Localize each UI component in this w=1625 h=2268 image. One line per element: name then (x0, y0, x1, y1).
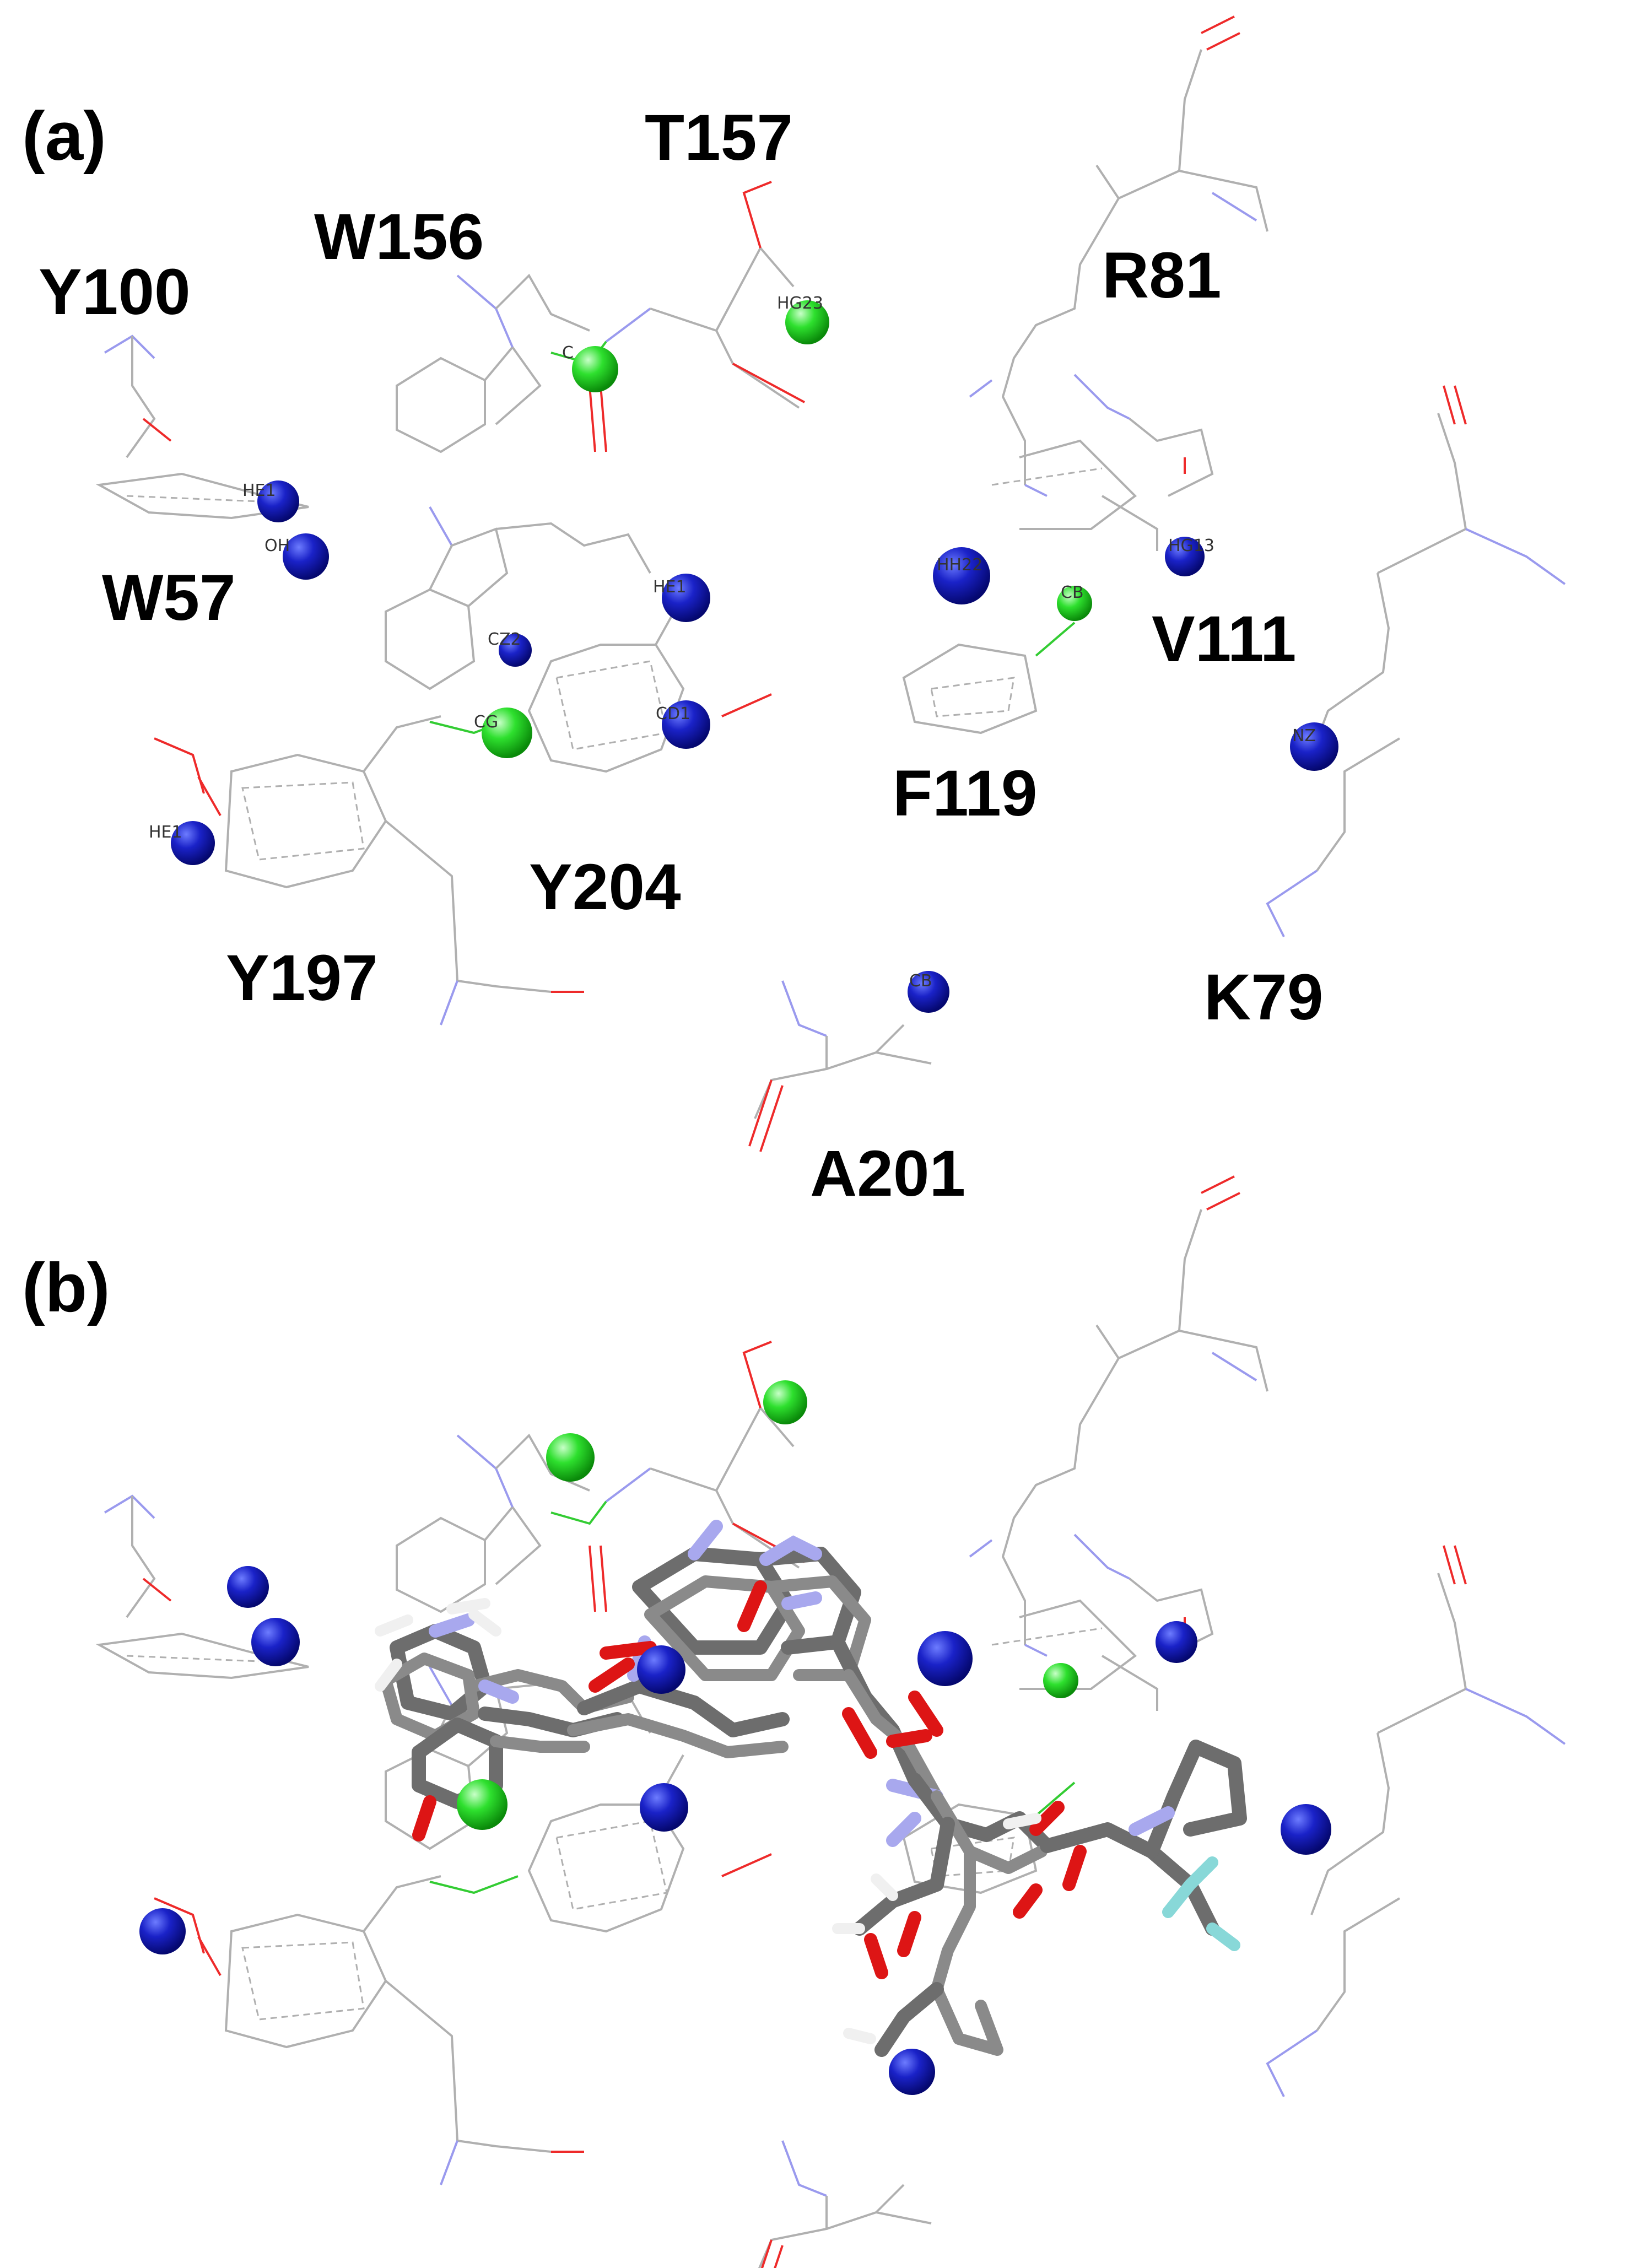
acceptor-feature-sphere (908, 971, 949, 1013)
acceptor-feature-sphere (171, 821, 215, 865)
hydrophobic-feature-sphere (572, 346, 618, 392)
panel-b: (b) (22, 1175, 1566, 2268)
acceptor-feature-sphere (251, 1618, 300, 1666)
residue-label-w156: W156 (314, 201, 484, 273)
atom-label: C (562, 343, 574, 363)
atom-label: CZ2 (488, 630, 521, 649)
docked-ligands-overlay (375, 1520, 1247, 2057)
acceptor-feature-sphere (662, 574, 710, 622)
hydrophobic-feature-sphere (1057, 586, 1092, 621)
atom-label: CB (1061, 583, 1084, 602)
acceptor-feature-sphere (139, 1908, 186, 1954)
hydrophobic-feature-sphere (785, 300, 829, 344)
atom-label: HE1 (149, 823, 182, 842)
residue-label-f119: F119 (893, 757, 1037, 830)
acceptor-feature-sphere (1156, 1621, 1197, 1663)
atom-label: CG (474, 712, 498, 732)
atom-label: OH (264, 536, 290, 555)
acceptor-feature-sphere (499, 634, 532, 667)
residue-label-y100: Y100 (39, 256, 191, 328)
atom-label: NZ (1292, 726, 1316, 746)
atom-label: HE1 (653, 577, 687, 597)
atom-label: HG23 (777, 294, 823, 313)
acceptor-feature-sphere (933, 547, 990, 604)
residue-label-a201: A201 (810, 1137, 965, 1210)
panel-b-letter: (b) (22, 1250, 110, 1326)
acceptor-feature-sphere (640, 1783, 688, 1832)
acceptor-feature-sphere (917, 1631, 973, 1686)
acceptor-feature-sphere (283, 533, 329, 580)
residue-label-y204: Y204 (529, 851, 681, 924)
hydrophobic-feature-sphere (1043, 1663, 1078, 1698)
atom-label: CB (909, 971, 932, 991)
residue-label-v111: V111 (1152, 603, 1297, 676)
hydrophobic-feature-sphere (457, 1779, 508, 1830)
acceptor-feature-sphere (637, 1645, 685, 1694)
hydrophobic-feature-sphere (763, 1380, 807, 1424)
atom-label: HG13 (1168, 536, 1214, 555)
residue-label-y197: Y197 (226, 942, 378, 1014)
acceptor-feature-sphere (889, 2049, 935, 2095)
panel-a-letter: (a) (22, 98, 106, 175)
residue-label-k79: K79 (1204, 961, 1323, 1034)
atom-label: HH22 (937, 555, 982, 575)
acceptor-feature-sphere (1165, 537, 1205, 576)
hydrophobic-feature-sphere (546, 1433, 595, 1482)
residue-label-w57: W57 (102, 561, 236, 634)
atom-label: CD1 (656, 704, 690, 723)
panel-b-protein-wireframe (98, 1175, 1566, 2268)
residue-label-t157: T157 (645, 101, 793, 174)
hydrophobic-feature-sphere (482, 708, 532, 758)
residue-label-r81: R81 (1102, 239, 1221, 312)
acceptor-feature-sphere (1281, 1804, 1331, 1855)
acceptor-feature-sphere (227, 1566, 269, 1608)
acceptor-feature-sphere (1290, 722, 1338, 771)
panel-a: (a) T157 W156 Y100 R81 W57 V111 F119 Y20… (22, 15, 1566, 1210)
acceptor-feature-sphere (257, 480, 299, 522)
acceptor-feature-sphere (662, 700, 710, 749)
atom-label: HE1 (242, 481, 276, 500)
